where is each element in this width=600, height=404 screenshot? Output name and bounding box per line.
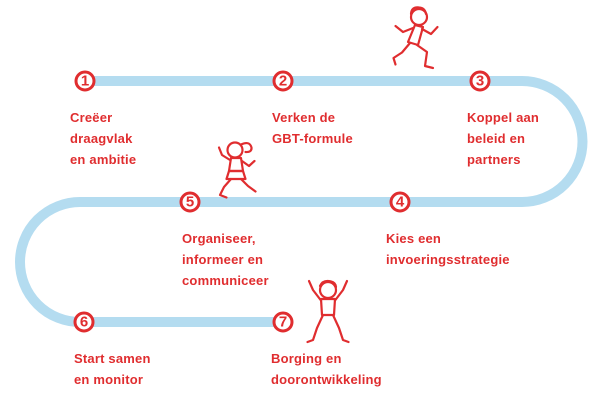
step-5-number-badge: 5 [179,191,201,213]
step-1-number-badge: 1 [74,70,96,92]
step-2-label: Verken de GBT-formule [272,110,353,146]
route-path [15,76,588,327]
step-4-label: Kies een invoeringsstrategie [386,231,510,267]
jumping-child-icon [306,279,350,344]
step-2-number-badge: 2 [272,70,294,92]
step-5-label: Organiseer, informeer en communiceer [182,231,269,288]
running-boy-icon [392,6,439,70]
step-6-number-badge: 6 [73,311,95,333]
step-3-label: Koppel aan beleid en partners [467,110,540,167]
step-4-number-badge: 4 [389,191,411,213]
running-girl-icon [217,141,257,199]
step-6-label: Start samen en monitor [74,351,151,387]
step-1-label: Creëer draagvlak en ambitie [70,110,137,167]
step-3-number-badge: 3 [469,70,491,92]
step-7-number-badge: 7 [272,311,294,333]
step-7-label: Borging en doorontwikkeling [271,351,382,387]
